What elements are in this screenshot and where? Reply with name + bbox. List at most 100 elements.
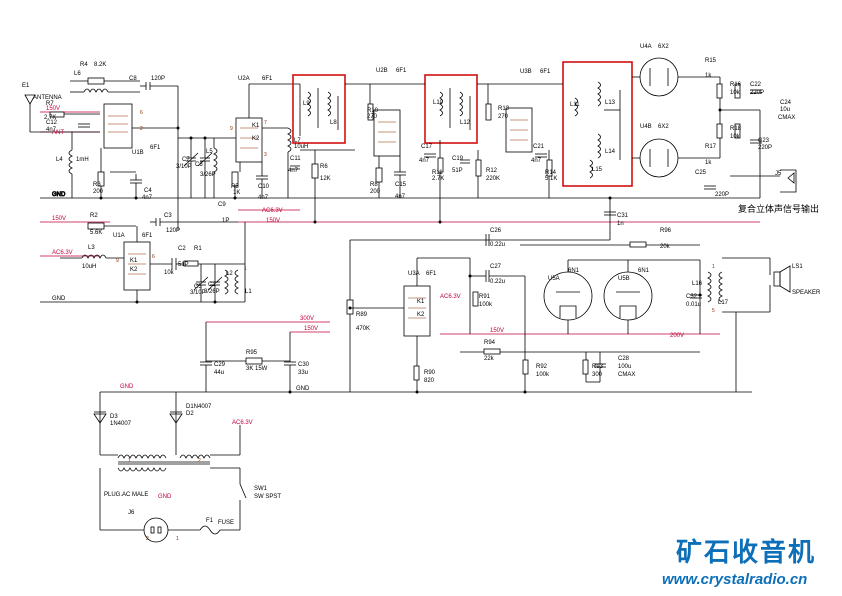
label-l10: L10 (433, 100, 444, 106)
label-r96: R96 (660, 228, 672, 234)
pin-label: 1 (128, 458, 131, 464)
label-r13-value: 270 (498, 114, 509, 120)
label-r18: R18 (730, 126, 742, 132)
brand-url: www.crystalradio.cn (662, 571, 808, 588)
label-c8: C8 (129, 76, 137, 82)
label-c32-value: 0.01u (686, 302, 701, 308)
label-r95-value: 3K 15W (246, 366, 268, 372)
ratio-detector-transformer (562, 61, 633, 187)
label-c6: C6 (195, 162, 203, 168)
label-r1: R1 (194, 246, 202, 252)
label-l16: L16 (692, 281, 703, 287)
label-c29: C29 (214, 362, 226, 368)
rail-label-ant: ANT (52, 130, 64, 136)
label-l6: L6 (74, 71, 81, 77)
label-r13: R13 (498, 106, 510, 112)
pin-label: 3 (264, 152, 267, 158)
label-u2a-type: 6F1 (262, 76, 273, 82)
label-c4-value: 4n7 (142, 195, 153, 201)
label-u2a-k2: K2 (252, 136, 260, 142)
label-c10-value: 4n7 (258, 195, 269, 201)
label-c2-value: 51P (178, 262, 189, 268)
label-c32: C32 (686, 294, 698, 300)
label-c9-value: 1P (222, 218, 229, 224)
label-d2: D2 (186, 411, 194, 417)
label-r89-value: 470K (356, 326, 370, 332)
label-l5: L5 (206, 149, 213, 155)
label-c25: C25 (695, 170, 707, 176)
rail-label-150v-top: 150V (46, 106, 60, 112)
u2a-mixer-stage (218, 83, 355, 222)
label-r3: R3 (93, 182, 101, 188)
label-r89: R89 (356, 312, 368, 318)
label-c6-value: 3/26P (200, 172, 216, 178)
label-l7: L7 (294, 138, 301, 144)
label-c5: C5 (194, 284, 202, 290)
label-r10: R10 (367, 108, 379, 114)
rail-label-ac63-mid: AC6.3V (262, 208, 283, 214)
rail-label-150v-right: 150V (266, 218, 280, 224)
label-c15: C15 (395, 182, 407, 188)
label-c29-value: 44u (214, 370, 224, 376)
pin-label: 6 (152, 254, 155, 260)
label-c24-value: 10u (780, 107, 790, 113)
label-r7: R7 (46, 101, 54, 107)
label-r6: R6 (320, 164, 328, 170)
label-l11: L11 (570, 102, 580, 108)
rail-label-150v-ps: 150V (304, 326, 318, 332)
label-c10: C10 (258, 184, 270, 190)
rail-label-300v: 300V (300, 316, 314, 322)
label-r11: R11 (432, 170, 443, 176)
label-c2: C2 (178, 246, 186, 252)
label-l14: L14 (605, 149, 616, 155)
label-r93-value: 300 (592, 372, 603, 378)
label-c25-value: 220P (715, 192, 729, 198)
label-c27: C27 (490, 264, 502, 270)
label-c3-value: 120P (166, 228, 180, 234)
rail-label-150v-audio: 150V (490, 328, 504, 334)
ratio-detector (632, 57, 797, 198)
label-u1a-k1: K1 (130, 258, 138, 264)
if-transformer-2 (424, 74, 478, 144)
label-c26-value: 0.22u (490, 242, 505, 248)
label-c28-type: CMAX (618, 372, 635, 378)
label-r1-value: 10k (164, 270, 175, 276)
label-r2-value: 5.6K (90, 230, 102, 236)
label-j6: J6 (128, 510, 135, 516)
label-r16-value: 10k (730, 90, 741, 96)
label-r8-value: 200 (370, 189, 381, 195)
label-d3-value: 1N4007 (110, 421, 132, 427)
label-l1: L1 (245, 289, 252, 295)
label-r10-value: 270 (367, 114, 378, 120)
label-u5a-type: 6N1 (568, 268, 580, 274)
label-u2a-k1: K1 (252, 123, 260, 129)
pin-label: 6 (140, 110, 143, 116)
label-r5-value: 1K (233, 190, 240, 196)
u2b-if-amp (345, 83, 425, 198)
label-c31-value: 1n (617, 221, 624, 227)
label-u3a-k1: K1 (417, 299, 425, 305)
label-u4b-type: 6X2 (658, 124, 669, 130)
power-supply (93, 322, 296, 543)
label-c19-value: 51P (452, 168, 463, 174)
label-c15-value: 4n7 (395, 194, 406, 200)
label-r90: R90 (424, 370, 436, 376)
brand-title: 矿石收音机 (676, 538, 817, 568)
label-ls1: LS1 (792, 264, 803, 270)
label-c26: C26 (490, 228, 502, 234)
label-l7-value: 10uH (294, 144, 308, 150)
label-c5-value: 3/10P (190, 290, 206, 296)
u3b-if-amp (424, 83, 563, 222)
label-u3a-k2: K2 (417, 312, 425, 318)
label-u5b: U5B (618, 276, 630, 282)
label-c22-value: 220P (750, 90, 764, 96)
label-c9: C9 (218, 202, 226, 208)
label-l17: L17 (718, 300, 729, 306)
label-u2b-type: 6F1 (396, 68, 407, 74)
label-r4-value: 8.2K (94, 62, 106, 68)
label-c11-value: 4n7 (288, 168, 299, 174)
label-c27-value: 0.22u (490, 279, 505, 285)
label-sw1-value: SW SPST (254, 494, 281, 500)
label-r6-value: 12K (320, 176, 331, 182)
label-l15: L15 (592, 167, 603, 173)
